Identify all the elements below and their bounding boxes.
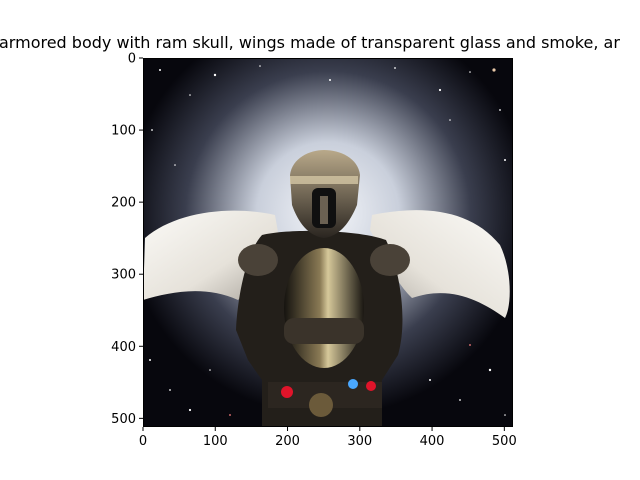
left-pauldron	[238, 244, 278, 276]
y-tick-label: 500	[111, 412, 136, 427]
belt-red-light-right	[366, 381, 376, 391]
figure-title: armored body with ram skull, wings made …	[0, 33, 640, 55]
y-tick-label: 0	[128, 52, 136, 67]
stars	[149, 65, 506, 416]
x-tick-label: 400	[420, 434, 445, 449]
right-pauldron	[370, 244, 410, 276]
x-tick-label: 300	[347, 434, 372, 449]
belt-blue-light	[348, 379, 358, 389]
y-tick-label: 400	[111, 340, 136, 355]
y-tick-label: 100	[111, 124, 136, 139]
x-axis: 0 100 200 300 400 500	[139, 427, 517, 449]
figure-title-text: armored body with ram skull, wings made …	[0, 33, 620, 52]
x-tick-label: 500	[492, 434, 517, 449]
y-axis: 0 100 200 300 400 500	[111, 52, 143, 427]
belt-buckle	[309, 393, 333, 417]
gauntlets	[284, 318, 364, 344]
x-tick-label: 0	[139, 434, 147, 449]
right-wing	[370, 210, 510, 318]
axes-frame	[143, 58, 513, 427]
armored-angel-image	[143, 58, 513, 427]
belt-red-light-left	[281, 386, 293, 398]
breastplate	[284, 248, 364, 368]
face-slit	[320, 196, 328, 224]
x-tick-label: 100	[203, 434, 228, 449]
y-tick-label: 300	[111, 268, 136, 283]
y-tick-label: 200	[111, 196, 136, 211]
x-tick-label: 200	[275, 434, 300, 449]
helmet-band	[290, 176, 358, 184]
